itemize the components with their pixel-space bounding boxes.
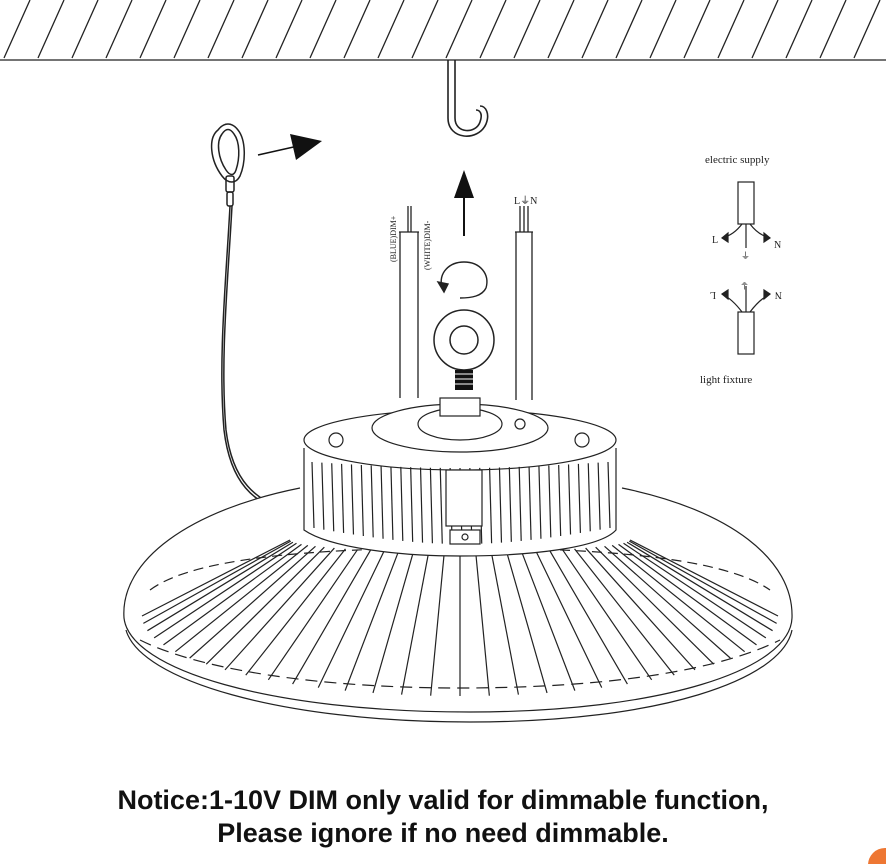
fixture-ground-icon: ⏚ [740, 280, 749, 290]
carabiner-icon [210, 123, 303, 519]
light-fixture-label: light fixture [700, 374, 752, 386]
fixture-L-label: L [710, 289, 716, 300]
ufo-light-fixture [123, 397, 793, 723]
corner-badge [860, 842, 886, 864]
arrow-up-icon [454, 170, 474, 236]
hook-icon [447, 60, 489, 137]
dim-minus-label: (WHITE)DIM- [423, 220, 432, 270]
electric-supply-label: electric supply [705, 154, 770, 166]
supply-ground-icon: ⏚ [741, 251, 750, 261]
fixture-wiring-icon [720, 286, 772, 355]
power-wires [515, 206, 533, 400]
ceiling-hatch [0, 0, 886, 61]
notice-line-1: Notice:1-10V DIM only valid for dimmable… [117, 785, 769, 815]
notice-line-2: Please ignore if no need dimmable. [217, 818, 669, 848]
installation-diagram: (BLUE)DIM+ (WHITE)DIM- L⏚N electric supp… [0, 0, 886, 723]
supply-N-label: N [774, 240, 781, 251]
dim-plus-label: (BLUE)DIM+ [389, 215, 398, 262]
supply-wiring-icon [720, 181, 772, 248]
power-wire-label: L⏚N [514, 195, 537, 207]
dimming-notice: Notice:1-10V DIM only valid for dimmable… [0, 784, 886, 850]
arrow-carabiner-icon [257, 134, 322, 160]
eye-bolt-icon [433, 309, 495, 390]
fixture-N-label: N [775, 289, 782, 300]
dim-wires [399, 206, 419, 398]
rotate-arrow-icon [436, 261, 488, 299]
supply-L-label: L [712, 235, 718, 246]
